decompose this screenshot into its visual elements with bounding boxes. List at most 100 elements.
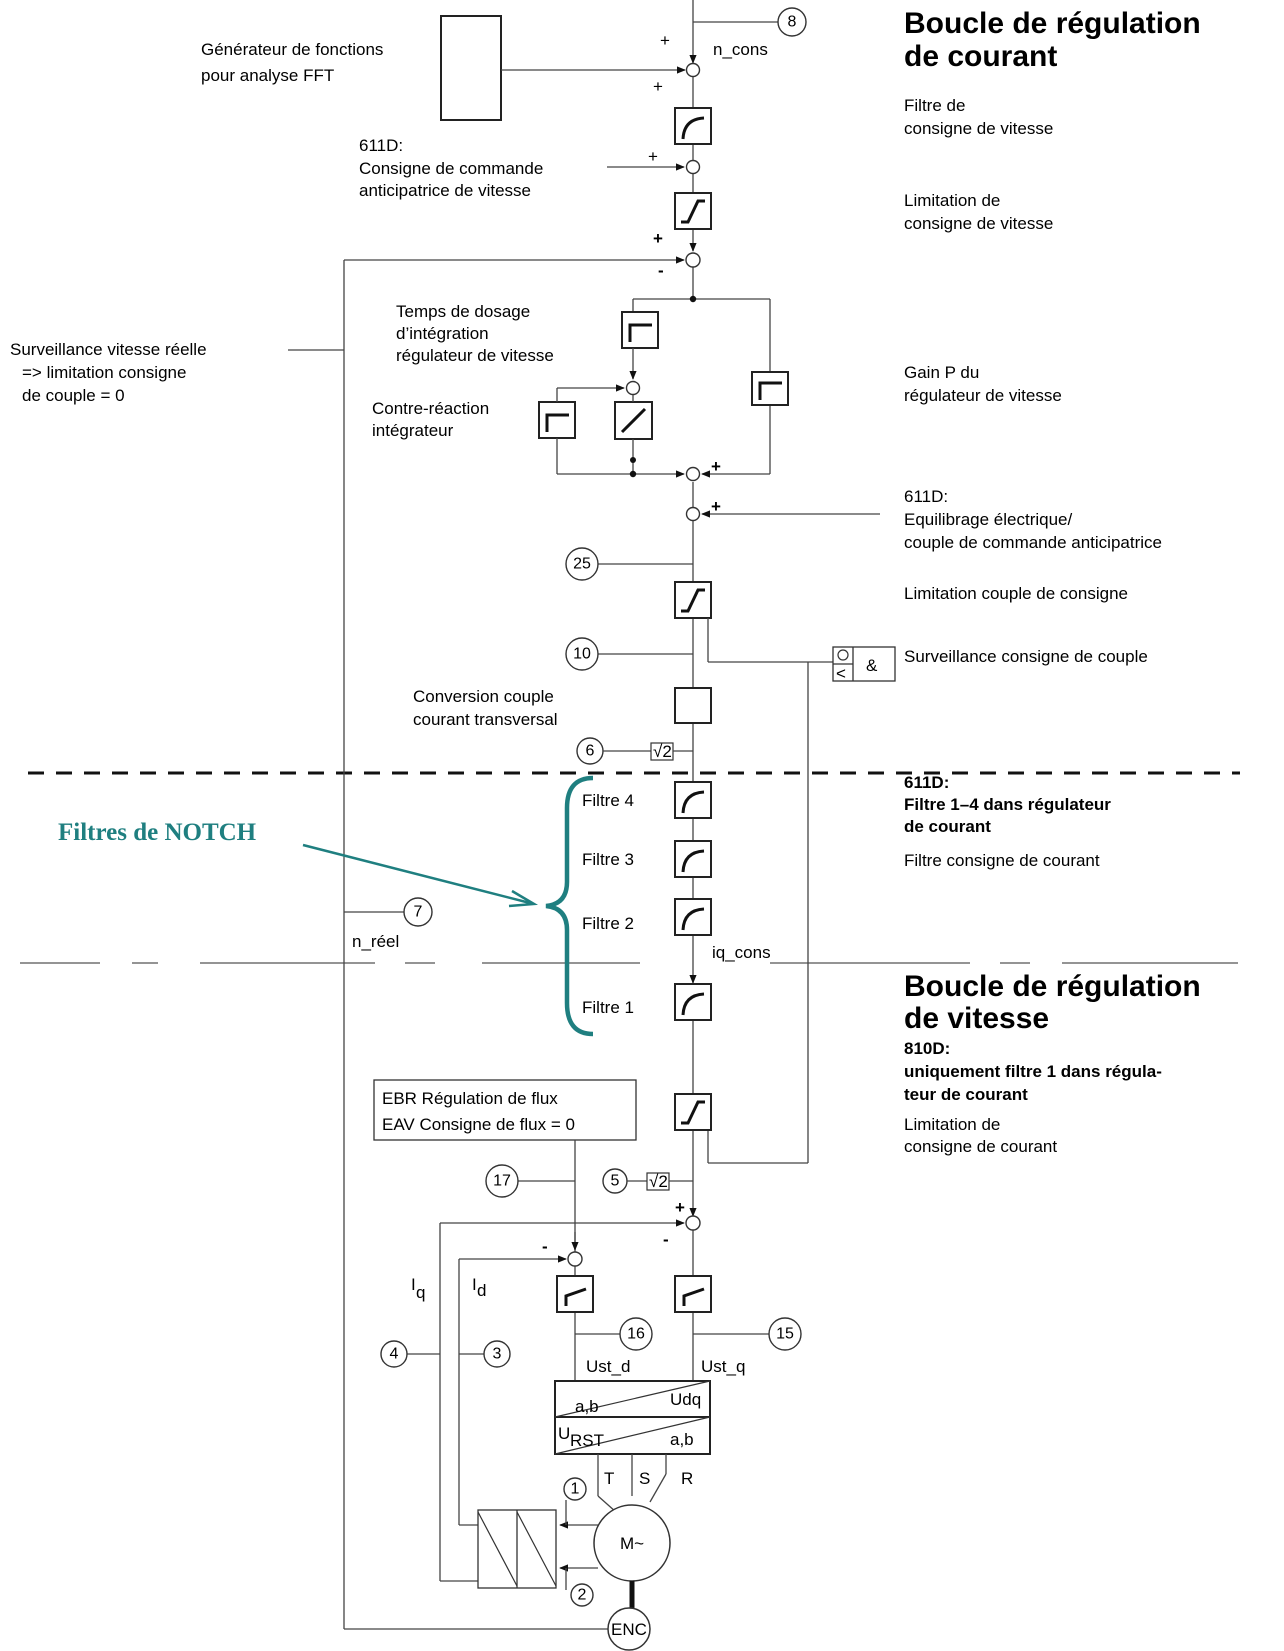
u-label: U <box>558 1424 570 1443</box>
conv-label-1: Conversion couple <box>413 687 554 706</box>
ust-q-label: Ust_q <box>701 1357 745 1376</box>
test-point-8: 8 <box>777 7 807 37</box>
torque-monitor-block: < & <box>832 646 896 683</box>
filt-courant-label: Filtre consigne de courant <box>904 851 1100 870</box>
sign-plus-6: + <box>711 497 721 516</box>
f611-label-2: Filtre 1–4 dans régulateur <box>904 795 1111 814</box>
iq-label: I <box>411 1275 416 1294</box>
test-point-2: 2 <box>570 1583 594 1607</box>
sum-junction-3 <box>685 252 701 268</box>
svg-text:6: 6 <box>586 743 595 760</box>
svg-text:3: 3 <box>493 1346 502 1363</box>
n-reel-label: n_réel <box>352 932 399 951</box>
svg-text:17: 17 <box>493 1173 511 1190</box>
sign-minus-1: - <box>658 261 664 280</box>
current-measurement-block <box>477 1509 557 1589</box>
contre-label-2: intégrateur <box>372 421 454 440</box>
filtre-4-label: Filtre 4 <box>582 791 634 810</box>
ust-d-label: Ust_d <box>586 1357 630 1376</box>
eq-611d-label: 611D: <box>904 487 948 506</box>
motor: M~ <box>593 1504 671 1582</box>
sqrt2-label-2: √2 <box>649 1172 668 1191</box>
f810-label-2: uniquement filtre 1 dans régula- <box>904 1062 1162 1081</box>
svg-text:7: 7 <box>414 904 423 921</box>
surv-label-3: de couple = 0 <box>22 386 125 405</box>
lim-courant-label-2: consigne de courant <box>904 1137 1057 1156</box>
surv-label-1: Surveillance vitesse réelle <box>10 340 207 359</box>
notch-arrow-head <box>508 889 539 908</box>
f611-label-3: de courant <box>904 817 991 836</box>
ab-label-2: a,b <box>670 1430 694 1449</box>
lim-couple-label: Limitation couple de consigne <box>904 584 1128 603</box>
p-gain-block <box>751 371 789 406</box>
ab-label-1: a,b <box>575 1397 599 1416</box>
lim-cons-label-1: Limitation de <box>904 191 1000 210</box>
fft-label-1: Générateur de fonctions <box>201 40 383 59</box>
test-point-6: 6 <box>576 737 604 765</box>
fft-label-2: pour analyse FFT <box>201 66 334 85</box>
filter-4-block <box>674 781 712 819</box>
integrator-block <box>614 401 653 440</box>
filter-2-block <box>674 898 712 936</box>
id-controller-block <box>556 1275 594 1313</box>
sum-junction-7 <box>685 1215 701 1231</box>
iq-controller-block <box>674 1275 712 1313</box>
fft-generator: Générateur de fonctions pour analyse FFT <box>201 15 686 121</box>
test-point-10: 10 <box>565 637 599 671</box>
notch-brace <box>545 775 594 1037</box>
speed-loop-heading-2: de vitesse <box>904 1002 1049 1035</box>
encoder-label: ENC <box>611 1620 647 1639</box>
current-loop-heading-1: Boucle de régulation <box>904 7 1201 40</box>
sign-plus-5: + <box>711 457 721 476</box>
speed-setpoint-filter-block <box>674 107 712 145</box>
n-cons-label: n_cons <box>713 40 768 59</box>
svg-text:15: 15 <box>776 1326 794 1343</box>
test-point-15: 15 <box>768 1317 802 1351</box>
and-gate-label: & <box>866 656 878 675</box>
svg-text:1: 1 <box>571 1481 580 1498</box>
test-point-4: 4 <box>380 1340 408 1368</box>
main-signal-line <box>574 0 771 1382</box>
svg-text:25: 25 <box>573 556 591 573</box>
sign-minus-2: - <box>663 1230 669 1249</box>
test-point-25: 25 <box>565 547 599 581</box>
iq-cons-label: iq_cons <box>712 943 771 962</box>
svg-text:5: 5 <box>611 1173 620 1190</box>
f611-label-1: 611D: <box>904 773 949 792</box>
sign-plus-3: + <box>648 147 658 166</box>
svg-text:10: 10 <box>573 646 591 663</box>
current-limiter-block <box>674 1093 712 1131</box>
iq-subscript: q <box>416 1283 425 1302</box>
conversion-block <box>674 687 712 724</box>
test-point-7: 7 <box>403 897 433 927</box>
lim-cons-label-2: consigne de vitesse <box>904 214 1053 233</box>
conv-label-2: courant transversal <box>413 710 558 729</box>
filt-cons-label-2: consigne de vitesse <box>904 119 1053 138</box>
sum-junction-8 <box>567 1251 583 1267</box>
filter-1-block <box>674 983 712 1021</box>
test-point-5: 5 <box>602 1168 628 1194</box>
transformation-block: a,b Udq U RST a,b <box>554 1380 711 1455</box>
torque-limiter-block <box>674 581 712 619</box>
filtre-3-label: Filtre 3 <box>582 850 634 869</box>
lim-courant-label-1: Limitation de <box>904 1115 1000 1134</box>
phase-s-label: S <box>639 1469 650 1488</box>
ff-611d-label: 611D: <box>359 136 403 155</box>
tdos-label-2: d’intégration <box>396 324 489 343</box>
speed-setpoint-limiter-block <box>674 192 712 230</box>
sum-junction-5 <box>685 466 701 482</box>
eav-label: EAV Consigne de flux = 0 <box>382 1115 575 1134</box>
sum-junction-1 <box>685 62 701 78</box>
id-subscript: d <box>477 1281 486 1300</box>
eq-label-2: couple de commande anticipatrice <box>904 533 1162 552</box>
notch-arrow <box>302 843 531 905</box>
surv-couple-label: Surveillance consigne de couple <box>904 647 1148 666</box>
ebr-label: EBR Régulation de flux <box>382 1089 558 1108</box>
svg-text:4: 4 <box>390 1346 399 1363</box>
filt-cons-label-1: Filtre de <box>904 96 965 115</box>
summing-junctions <box>567 62 701 1267</box>
sign-plus-2: + <box>653 77 663 96</box>
sign-plus-7: + <box>675 1198 685 1217</box>
